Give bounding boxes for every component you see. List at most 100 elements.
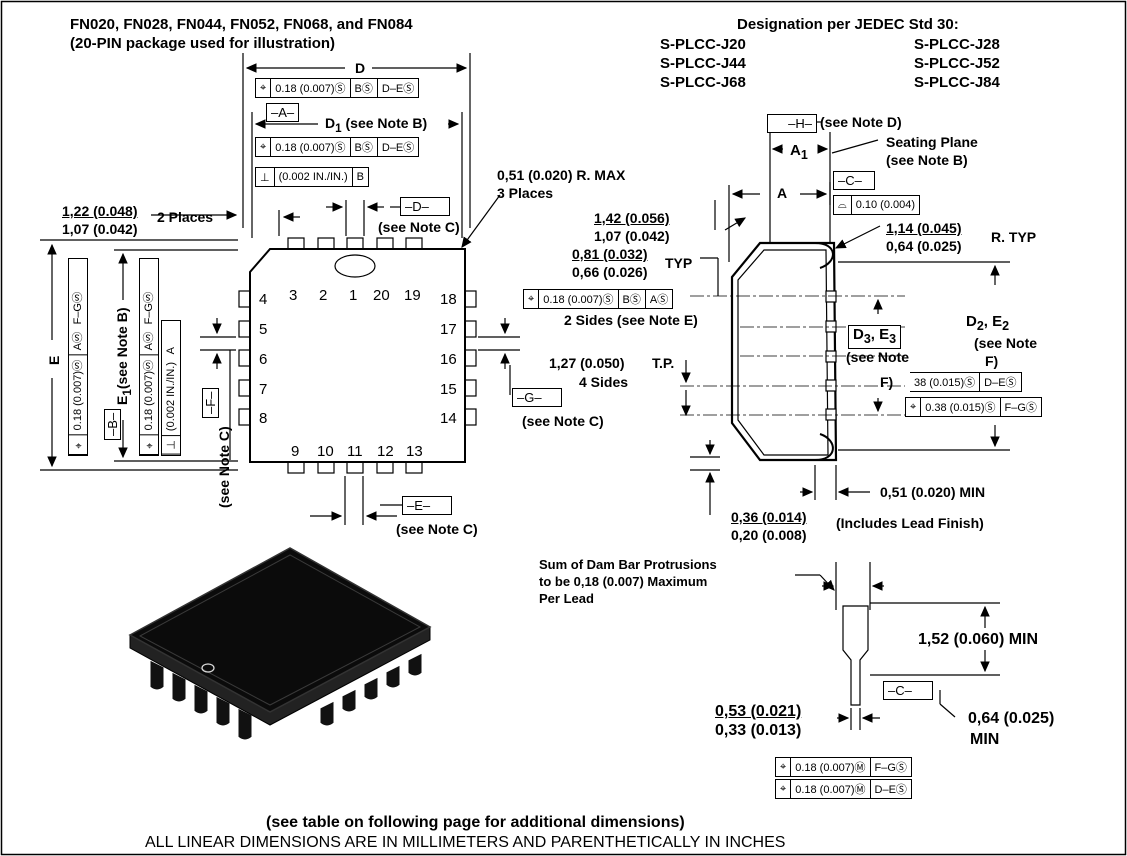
dim-d-label: D — [353, 60, 368, 77]
dim-033: 0,33 (0.013) — [715, 722, 802, 739]
position-icon: ⌖ — [910, 400, 917, 413]
pin-18: 18 — [440, 291, 457, 308]
perpendicular-icon: ⊥ — [162, 436, 180, 455]
package-note: (20-PIN package used for illustration) — [70, 35, 336, 52]
device-list: FN020, FN028, FN044, FN052, FN068, and F… — [70, 16, 413, 33]
fcf-lead: ⌖ 0.18 (0.007)Ⓢ BⓈ AⓈ — [523, 289, 674, 309]
pin-2: 2 — [319, 287, 328, 304]
pin-12: 12 — [377, 443, 394, 460]
dim-064: 0,64 (0.025) — [886, 238, 962, 254]
pin-9: 9 — [291, 443, 300, 460]
chamfer-min: 1,07 (0.042) — [62, 221, 138, 237]
position-icon: ⌖ — [69, 435, 87, 455]
dim-d1-sub: 1 — [335, 121, 342, 135]
pin-17: 17 — [440, 321, 457, 338]
see-note-c-g: (see Note C) — [522, 413, 604, 429]
fcf-perp-top: ⊥ (0.002 IN./IN.) B — [255, 167, 370, 187]
profile-icon: ⌓ — [838, 198, 847, 211]
fcf-e1-perp-tol: (0.002 IN./IN.) — [162, 358, 180, 437]
designation-2: S-PLCC-J28 — [914, 36, 1000, 53]
fcf-m1: ⌖ 0.18 (0.007)Ⓜ F–GⓈ — [775, 757, 912, 777]
d3-main: D — [853, 326, 864, 343]
dim-a1-label: A1 — [790, 142, 808, 163]
d3-see-note: (see Note — [846, 349, 910, 365]
e2-main: , E — [983, 313, 1003, 330]
datum-h: –H– — [767, 114, 817, 133]
fcf-038b: ⌖ 0.38 (0.015)Ⓢ F–GⓈ — [905, 397, 1042, 417]
see-note-c-e: (see Note C) — [396, 521, 478, 537]
lead-detail — [795, 562, 1000, 730]
typ-label: TYP — [665, 255, 693, 271]
pin-1: 1 — [349, 287, 358, 304]
position-icon: ⌖ — [780, 760, 787, 773]
fcf-038a-tol: 38 (0.015)Ⓢ — [914, 377, 976, 389]
d3-sub: 3 — [863, 332, 871, 346]
lead-finish: (Includes Lead Finish) — [836, 515, 984, 531]
fcf-d1-datum2: D–EⓈ — [376, 138, 418, 156]
datum-c-detail: –C– — [883, 681, 933, 700]
dim-d1-main: D — [325, 115, 336, 131]
dam-bar-2: to be 0,18 (0.007) Maximum — [539, 574, 708, 589]
two-sides-note: 2 Sides (see Note E) — [564, 312, 698, 328]
pin-14: 14 — [440, 410, 457, 427]
see-note-c-f: (see Note C) — [216, 426, 232, 508]
e3-main: , E — [870, 326, 890, 343]
fcf-e1: ⌖ 0.18 (0.007)Ⓢ AⓈ F–GⓈ — [139, 258, 159, 456]
fcf-d-datum1: BⓈ — [349, 79, 377, 97]
pin-8: 8 — [259, 410, 268, 427]
fcf-e-datum1: AⓈ — [69, 328, 87, 356]
dam-bar-1: Sum of Dam Bar Protrusions — [539, 557, 717, 572]
datum-g: –G– — [512, 388, 562, 407]
three-places: 3 Places — [497, 185, 554, 201]
pin-3: 3 — [289, 287, 298, 304]
datum-e: –E– — [402, 496, 452, 515]
fcf-lead-tol: 0.18 (0.007)Ⓢ — [538, 290, 617, 308]
pin-19: 19 — [404, 287, 421, 304]
designation-4: S-PLCC-J52 — [914, 55, 1000, 72]
r-typ: R. TYP — [991, 229, 1037, 245]
fcf-perp-tol: (0.002 IN./IN.) — [273, 168, 352, 186]
fcf-m2-datum: D–EⓈ — [869, 780, 911, 798]
d2e2-label: D2, E2 — [966, 313, 1009, 334]
fcf-e1-perp-datum: A — [165, 346, 177, 355]
dim-081: 0,81 (0.032) — [572, 246, 648, 262]
designation-3: S-PLCC-J44 — [660, 55, 746, 72]
see-table-note: (see table on following page for additio… — [266, 814, 685, 831]
pin-4: 4 — [259, 291, 268, 308]
dim-e1-sub: 1 — [120, 389, 134, 396]
fcf-lead-datum1: BⓈ — [617, 290, 645, 308]
position-icon: ⌖ — [140, 435, 158, 455]
dim-053: 0,53 (0.021) — [715, 703, 802, 720]
datum-b: –B– — [104, 408, 121, 440]
dim-a1-main: A — [790, 142, 801, 159]
pin-20: 20 — [373, 287, 390, 304]
designation-1: S-PLCC-J20 — [660, 36, 746, 53]
top-view — [40, 53, 520, 525]
d3e3-label: D3, E3 — [848, 325, 902, 349]
fcf-e-tol: 0.18 (0.007)Ⓢ — [69, 355, 87, 435]
designation-5: S-PLCC-J68 — [660, 74, 746, 91]
datum-c-side: –C– — [833, 171, 875, 190]
d2-f-close: F) — [985, 353, 999, 369]
dim-e1-label: E1(see Note B) — [114, 307, 134, 405]
fcf-e-datum2: F–GⓈ — [72, 291, 84, 325]
dim-066: 0,66 (0.026) — [572, 264, 648, 280]
pitch-label: 1,27 (0.050) — [549, 355, 625, 371]
pin-5: 5 — [259, 321, 268, 338]
dim-020: 0,20 (0.008) — [731, 527, 807, 543]
d2-sub: 2 — [976, 319, 984, 333]
perpendicular-icon: ⊥ — [260, 171, 270, 184]
see-note-d: (see Note D) — [820, 114, 902, 130]
fcf-d: ⌖ 0.18 (0.007)Ⓢ BⓈ D–EⓈ — [255, 78, 420, 98]
two-places: 2 Places — [157, 209, 214, 225]
fcf-m2: ⌖ 0.18 (0.007)Ⓜ D–EⓈ — [775, 779, 912, 799]
dim-036: 0,36 (0.014) — [731, 509, 807, 525]
dim-e1-note: (see Note B) — [114, 307, 130, 390]
fcf-038b-tol: 0.38 (0.015)Ⓢ — [920, 398, 999, 416]
datum-d: –D– — [400, 197, 450, 216]
chamfer-max: 1,22 (0.048) — [62, 203, 138, 219]
fcf-d1: ⌖ 0.18 (0.007)Ⓢ BⓈ D–EⓈ — [255, 137, 420, 157]
fcf-e1-datum1: AⓈ — [140, 328, 158, 356]
